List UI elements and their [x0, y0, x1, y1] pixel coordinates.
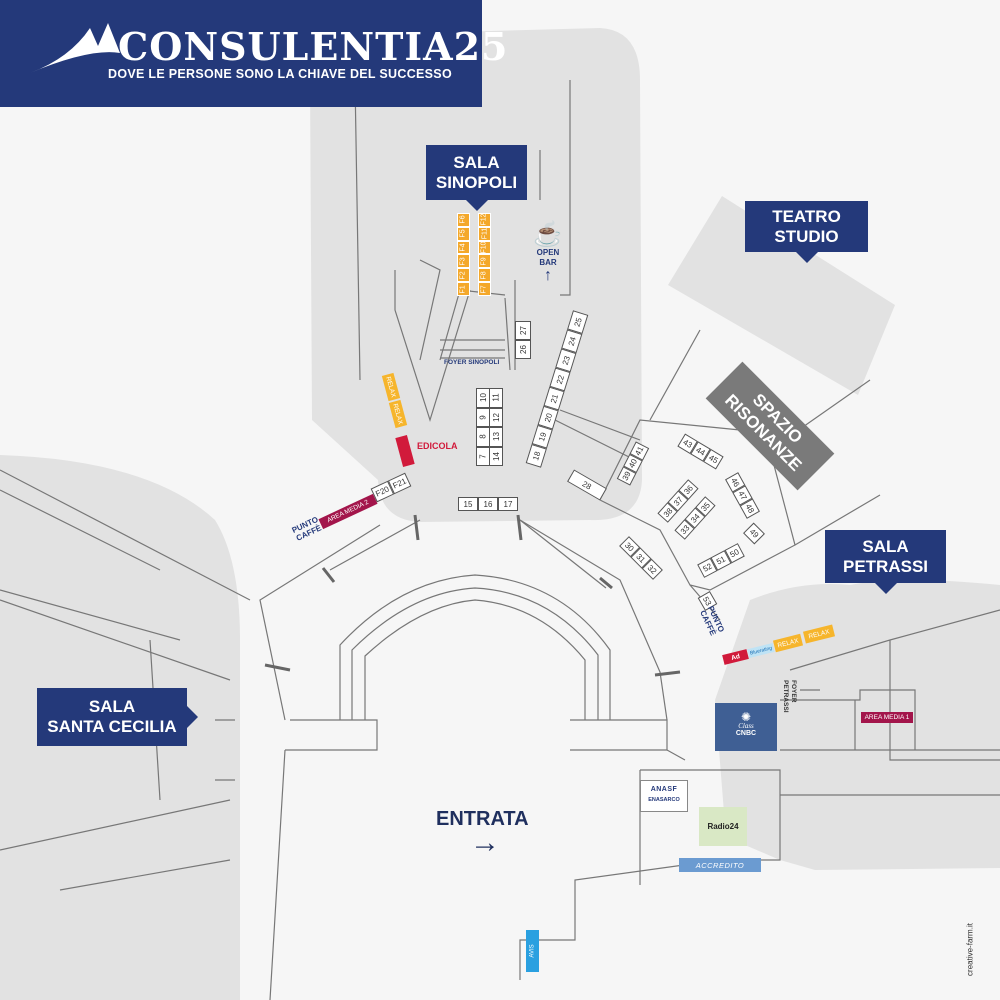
open-bar-label: BAR — [539, 258, 557, 267]
stand[interactable]: F9 — [478, 254, 491, 269]
avis-label: AVIS — [529, 944, 536, 958]
accredito-desk[interactable]: ACCREDITO — [679, 858, 761, 872]
hall-label: PETRASSI — [842, 556, 929, 576]
tagline: DOVE LE PERSONE SONO LA CHIAVE DEL SUCCE… — [108, 67, 452, 81]
radio24-booth[interactable]: Radio24 — [699, 807, 747, 846]
arrow-right-icon: → — [470, 826, 500, 859]
stand[interactable]: F10 — [478, 240, 491, 255]
stand[interactable]: 10 — [476, 388, 490, 408]
open-bar-label: OPEN — [536, 248, 560, 257]
hall-label: SINOPOLI — [435, 172, 518, 192]
stand[interactable]: F8 — [478, 268, 491, 283]
stand[interactable]: F3 — [457, 254, 470, 269]
walls — [0, 79, 1000, 1000]
header-banner: CONSULENTIA25 DOVE LE PERSONE SONO LA CH… — [0, 0, 508, 107]
stand[interactable]: F1 — [457, 282, 470, 296]
stand[interactable]: 17 — [498, 497, 518, 511]
stand[interactable]: F7 — [478, 282, 491, 296]
cnbc-booth[interactable]: ✺ Class CNBC — [715, 703, 777, 751]
stand[interactable]: 16 — [478, 497, 498, 511]
hall-label: SALA — [453, 152, 500, 172]
hall-label: TEATRO — [772, 206, 841, 226]
zone-petrassi — [715, 580, 1000, 870]
stand[interactable]: 7 — [476, 446, 490, 466]
enasarco-logo: ENASARCO — [648, 797, 680, 803]
stand[interactable]: 15 — [458, 497, 478, 511]
stand[interactable]: F5 — [457, 226, 470, 241]
area-media-1[interactable]: AREA MEDIA 1 — [861, 712, 913, 723]
stand[interactable]: 9 — [476, 407, 490, 427]
stand[interactable]: 12 — [489, 407, 503, 427]
foyer-label: PETRASSI — [782, 680, 789, 713]
avis-stand[interactable]: AVIS — [526, 930, 539, 972]
hall-label: STUDIO — [774, 226, 839, 246]
hall-label: SANTA CECILIA — [47, 717, 177, 736]
peacock-logo-icon: ✺ — [740, 710, 752, 724]
entrata-label: ENTRATA — [436, 808, 529, 830]
foyer-label: FOYER — [790, 680, 797, 703]
door-markers — [264, 514, 681, 677]
stand[interactable]: 26 — [515, 340, 531, 359]
logo-mark-icon — [30, 23, 120, 73]
stand[interactable]: F6 — [457, 213, 470, 227]
cnbc-class: Class — [738, 722, 754, 730]
brand-logo: CONSULENTIA25 — [118, 24, 509, 69]
hall-label: SALA — [862, 536, 909, 556]
open-bar[interactable]: ☕ OPEN BAR ↑ — [530, 222, 566, 284]
stand[interactable]: F12 — [478, 213, 491, 227]
edicola-label: EDICOLA — [417, 441, 458, 451]
stand[interactable]: 8 — [476, 427, 490, 447]
credit-text: creative-farm.it — [965, 923, 975, 976]
stand[interactable]: F11 — [478, 226, 491, 241]
stand[interactable]: 13 — [489, 427, 503, 447]
hall-label: SALA — [88, 697, 136, 716]
zone-teatro-studio — [668, 196, 895, 395]
arrow-up-icon: ↑ — [544, 267, 552, 284]
anasf-logo: ANASF — [650, 786, 678, 793]
cnbc-label: CNBC — [735, 730, 757, 737]
stand[interactable]: F4 — [457, 240, 470, 255]
stand[interactable]: F2 — [457, 268, 470, 283]
stand[interactable]: 14 — [489, 446, 503, 466]
anasf-enasarco-booth[interactable]: ANASF ENASARCO — [640, 780, 688, 812]
coffee-cup-icon: ☕ — [533, 221, 563, 248]
stand[interactable]: 27 — [515, 321, 531, 340]
foyer-sinopoli-label: FOYER SINOPOLI — [444, 359, 500, 366]
stand[interactable]: 11 — [489, 388, 503, 408]
